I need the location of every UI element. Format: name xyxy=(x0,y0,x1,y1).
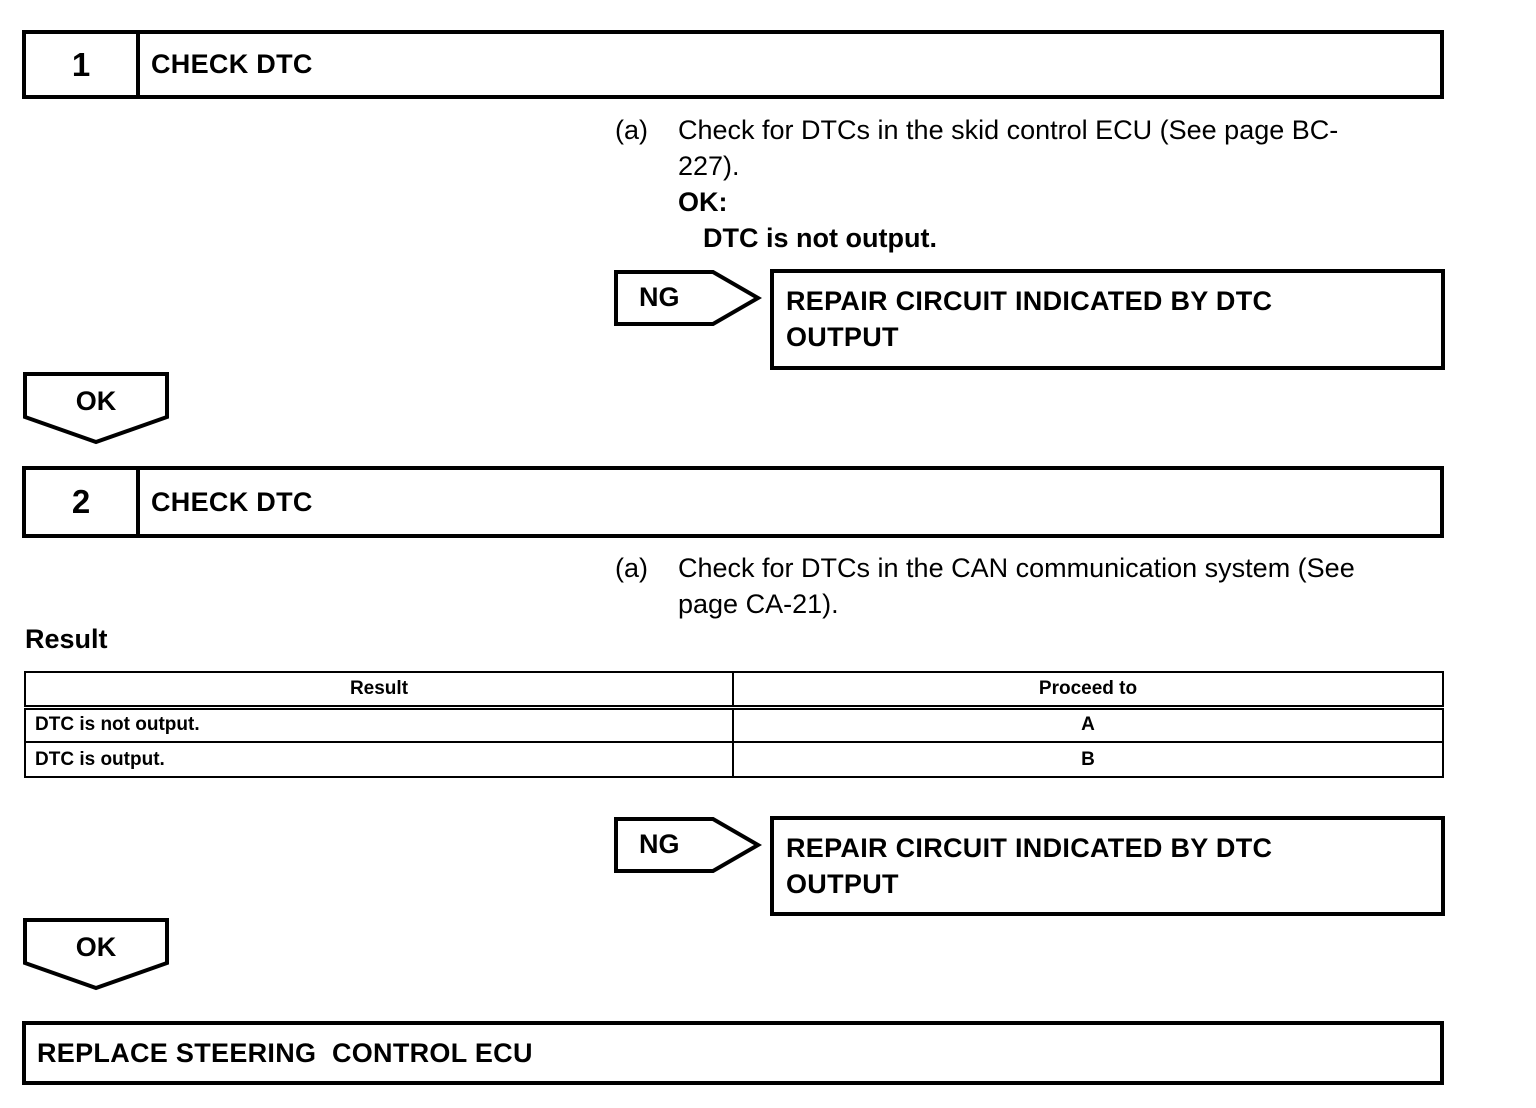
ok-arrow-shape xyxy=(23,372,169,445)
final-action-text: REPLACE STEERING CONTROL ECU xyxy=(37,1037,533,1068)
step-1-header: 1 CHECK DTC xyxy=(22,30,1444,99)
step-title: CHECK DTC xyxy=(151,486,313,517)
final-action-box: REPLACE STEERING CONTROL ECU xyxy=(22,1021,1444,1085)
ng-arrow-shape xyxy=(614,270,762,326)
step-1-instruction: (a) Check for DTCs in the skid control E… xyxy=(615,112,1445,262)
table-cell-proceed: B xyxy=(732,741,1444,778)
ok-arrow: OK xyxy=(22,371,172,446)
step-2-header: 2 CHECK DTC xyxy=(22,466,1444,538)
step-2-instruction: (a) Check for DTCs in the CAN communicat… xyxy=(615,550,1445,625)
ng-arrow: NG xyxy=(613,268,763,328)
repair-action-line2: OUTPUT xyxy=(786,322,899,352)
ok-label: OK xyxy=(75,932,117,962)
table-row: DTC is not output. A xyxy=(24,706,1444,743)
ng-label: NG xyxy=(639,282,680,312)
instruction-text-line1: Check for DTCs in the skid control ECU (… xyxy=(678,115,1339,145)
repair-action-line1: REPAIR CIRCUIT INDICATED BY DTC xyxy=(786,286,1273,316)
ok-criteria-value: DTC is not output. xyxy=(703,223,937,253)
instruction-text-line2: page CA-21). xyxy=(678,589,839,619)
result-title: Result xyxy=(25,624,108,654)
table-row: DTC is output. B xyxy=(24,741,1444,778)
instruction-text-line1: Check for DTCs in the CAN communication … xyxy=(678,553,1355,583)
table-header-result: Result xyxy=(24,671,734,710)
repair-action-line1: REPAIR CIRCUIT INDICATED BY DTC xyxy=(786,833,1273,863)
ok-arrow: OK xyxy=(22,917,172,992)
repair-action-box: REPAIR CIRCUIT INDICATED BY DTC OUTPUT xyxy=(770,269,1445,370)
ok-arrow-shape xyxy=(23,918,169,991)
repair-action-line2: OUTPUT xyxy=(786,869,899,899)
instruction-letter: (a) xyxy=(615,115,648,145)
step-number: 1 xyxy=(26,34,140,95)
ng-label: NG xyxy=(639,829,680,859)
table-cell-result: DTC is output. xyxy=(24,741,734,778)
repair-action-box: REPAIR CIRCUIT INDICATED BY DTC OUTPUT xyxy=(770,816,1445,916)
ok-criteria-label: OK: xyxy=(678,187,728,217)
step-title: CHECK DTC xyxy=(151,49,313,79)
ng-arrow: NG xyxy=(613,815,763,875)
result-table: Result Proceed to DTC is not output. A D… xyxy=(24,671,1444,778)
table-cell-result: DTC is not output. xyxy=(24,706,734,743)
table-header-row: Result Proceed to xyxy=(24,671,1444,710)
table-header-proceed: Proceed to xyxy=(732,671,1444,710)
ok-label: OK xyxy=(75,386,117,416)
step-number: 2 xyxy=(26,470,140,534)
ng-arrow-shape xyxy=(614,817,762,873)
instruction-letter: (a) xyxy=(615,553,648,583)
table-cell-proceed: A xyxy=(732,706,1444,743)
instruction-text-line2: 227). xyxy=(678,151,740,181)
